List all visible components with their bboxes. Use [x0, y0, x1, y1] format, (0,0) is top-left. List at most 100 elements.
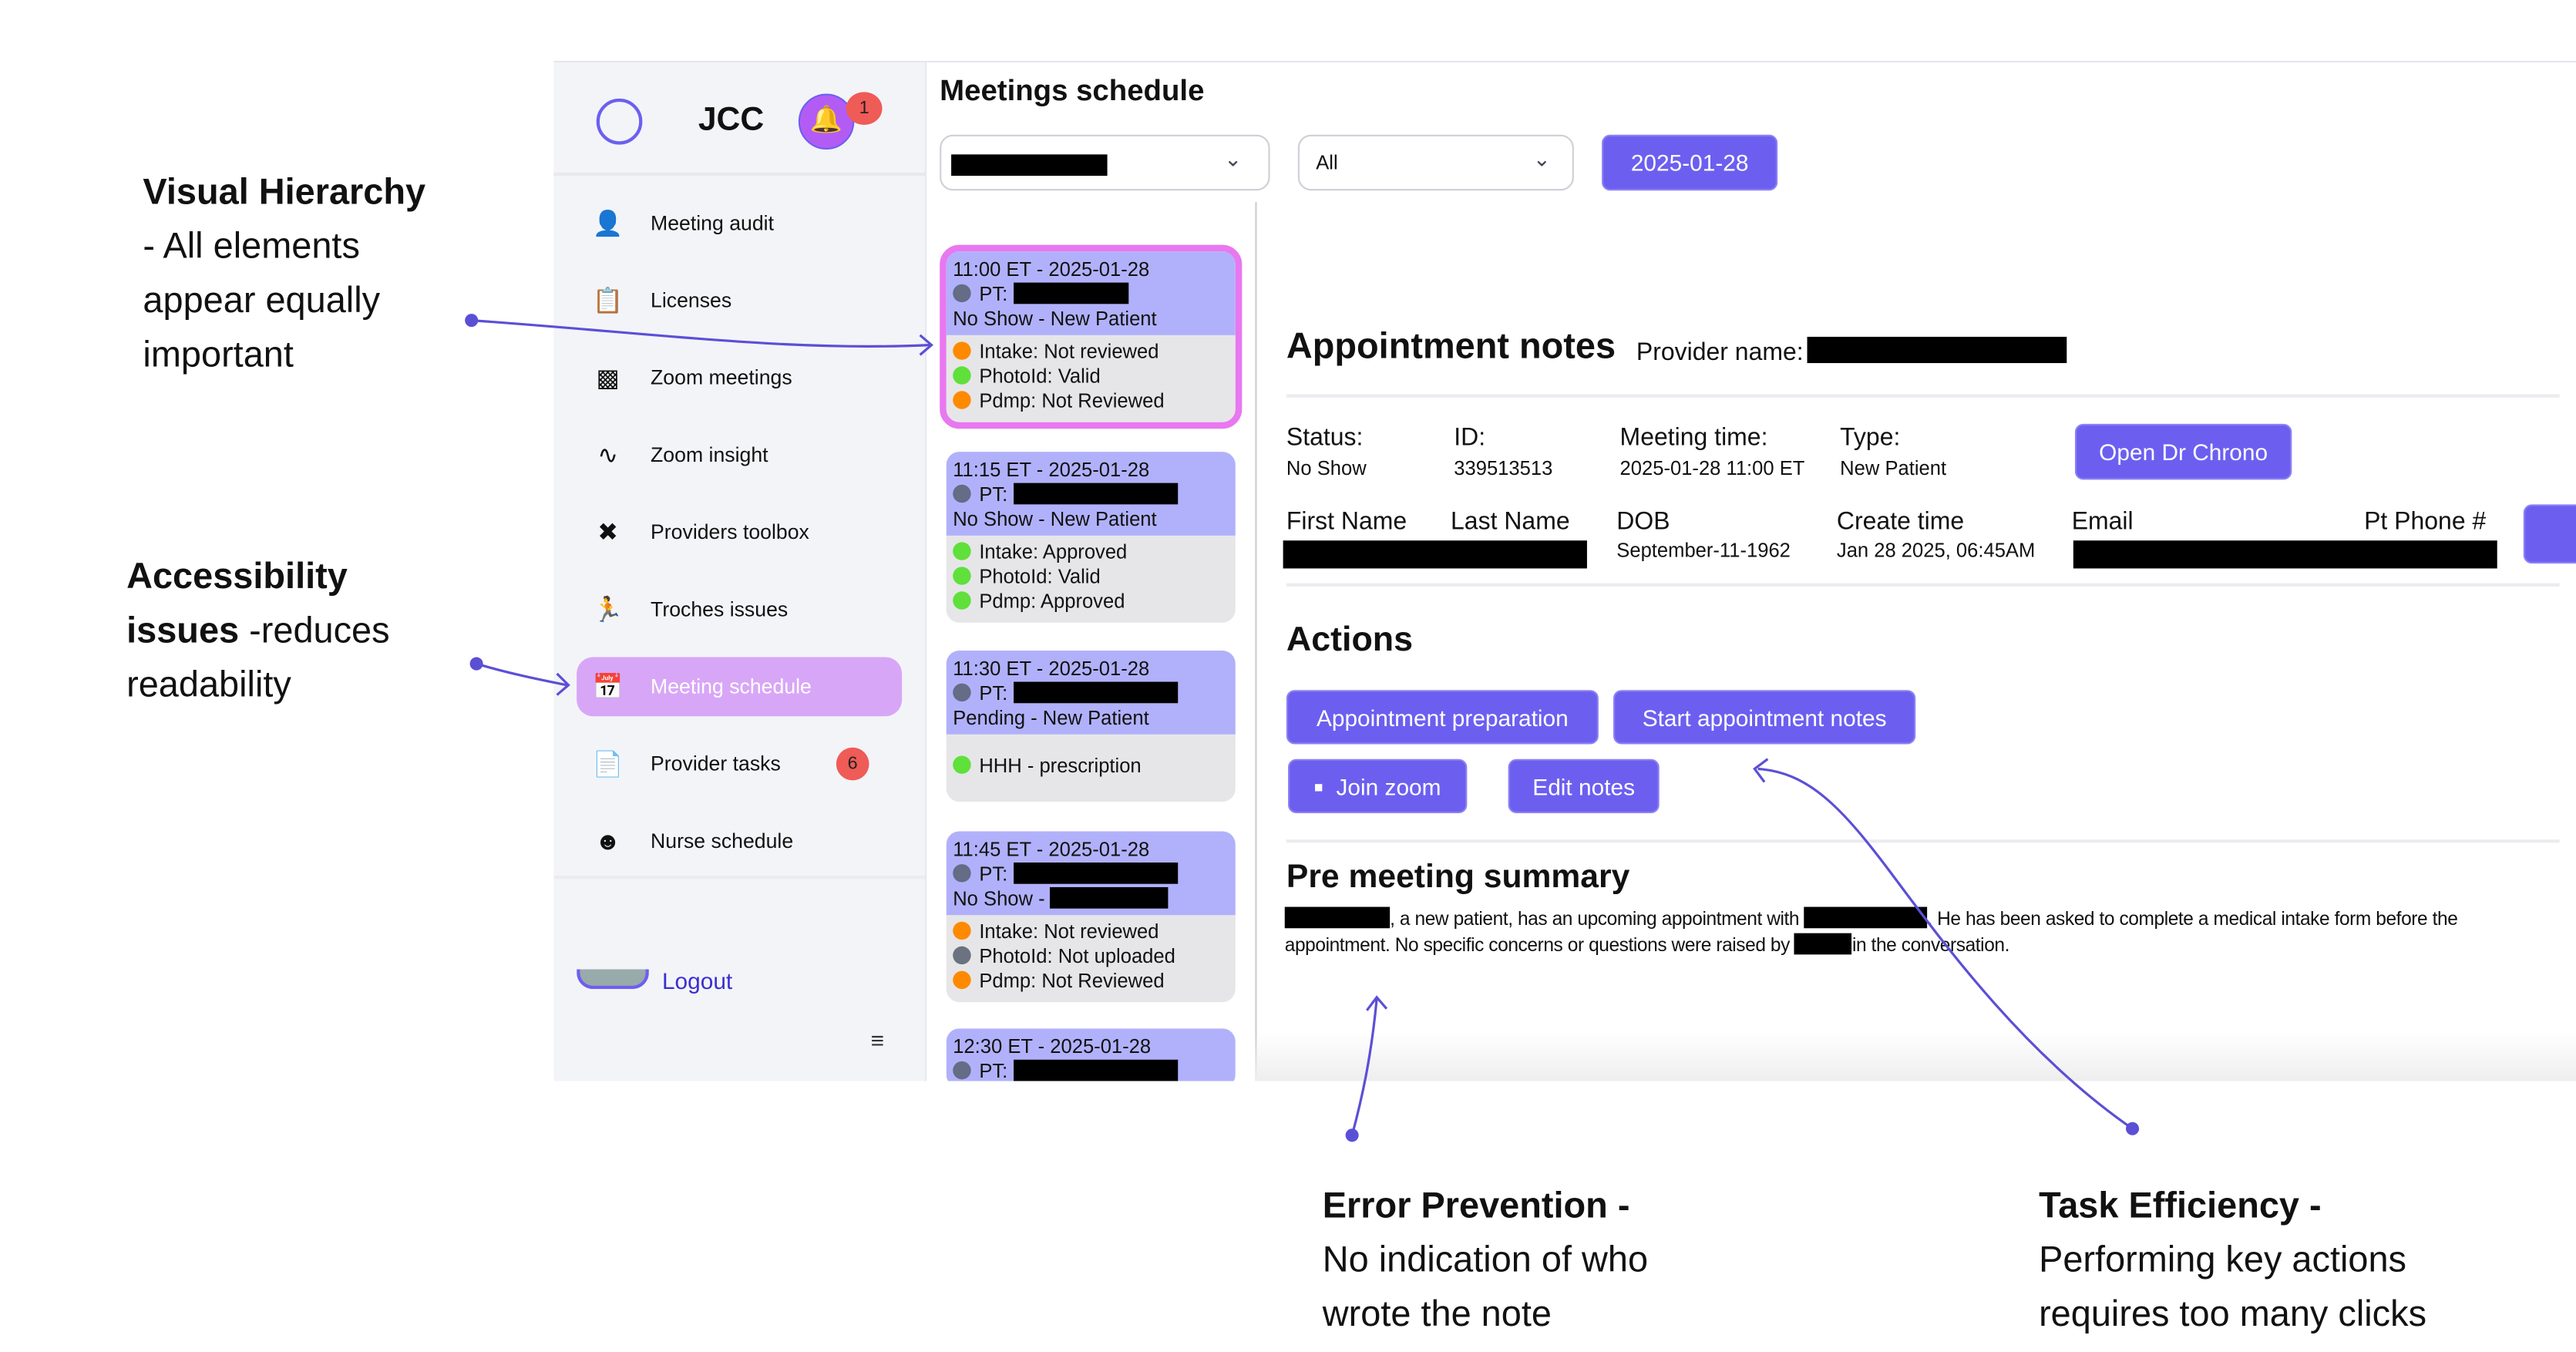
pre-meeting-summary-title: Pre meeting summary: [1286, 859, 1630, 896]
arrowhead: [1753, 758, 1769, 783]
annotation-accessibility: Accessibility issues -reduces readabilit…: [126, 549, 455, 711]
column-divider: [1255, 202, 1257, 1081]
check-item: Intake: Not reviewed: [953, 340, 1229, 365]
appointment-preparation-button[interactable]: Appointment preparation: [1286, 690, 1599, 745]
date-picker-button[interactable]: 2025-01-28: [1602, 134, 1778, 191]
arrow-error-prevention: [1350, 998, 1378, 1136]
id-value: 339513513: [1454, 456, 1553, 480]
arrowhead: [1366, 995, 1388, 1011]
sidebar-item-meeting-schedule[interactable]: 📅Meeting schedule: [577, 657, 903, 717]
patient-label: PT:: [979, 483, 1014, 506]
redacted-patient: [1013, 1059, 1178, 1081]
open-dr-chrono-button[interactable]: Open Dr Chrono: [2074, 423, 2292, 480]
sidebar-header: JCC 🔔 1: [553, 62, 925, 177]
annotation-title: Accessibility issues: [126, 555, 348, 651]
sidebar-item-meeting-audit[interactable]: 👤Meeting audit: [577, 194, 902, 254]
sidebar-item-providers-toolbox[interactable]: ✖Providers toolbox: [577, 503, 902, 562]
collapse-sidebar-icon[interactable]: ≡: [870, 1027, 885, 1054]
check-item: HHH - prescription: [953, 754, 1229, 779]
redacted-provider: [951, 154, 1108, 177]
user-avatar: [577, 969, 649, 990]
check-text: PhotoId: Valid: [979, 565, 1101, 589]
logo-icon: [596, 98, 643, 145]
arrow-dot: [1345, 1128, 1359, 1142]
status-dot-icon: [953, 484, 971, 503]
sidebar-item-licenses[interactable]: 📋Licenses: [577, 271, 902, 331]
sidebar-item-label: Zoom insight: [651, 443, 768, 467]
status-dot-icon: [953, 391, 971, 409]
video-icon: ■: [1313, 778, 1323, 795]
sidebar-item-nurse-schedule[interactable]: ☻Nurse schedule: [577, 812, 902, 871]
document-copy-icon: 📄: [592, 751, 624, 779]
check-item: Intake: Not reviewed: [953, 920, 1229, 945]
redacted-name: [1283, 540, 1587, 569]
arrow-dot: [2126, 1122, 2140, 1135]
annotation-error-prevention: Error Prevention - No indication of who w…: [1323, 1178, 1717, 1340]
meeting-time-label: Meeting time:: [1619, 423, 1768, 452]
join-zoom-button[interactable]: ■Join zoom: [1288, 758, 1468, 814]
dob-label: DOB: [1616, 507, 1670, 536]
redacted-patient: [1013, 681, 1178, 704]
sidebar-item-zoom-meetings[interactable]: ▩Zoom meetings: [577, 348, 902, 408]
check-text: Pdmp: Not Reviewed: [979, 969, 1165, 993]
sidebar-item-troches-issues[interactable]: 🏃Troches issues: [577, 580, 902, 639]
annotation-title: Error Prevention -: [1322, 1184, 1630, 1226]
status-dot-icon: [953, 921, 971, 940]
check-item: Intake: Approved: [953, 540, 1229, 565]
status-dot-icon: [953, 366, 971, 385]
summary-part: in the conversation.: [1851, 936, 2010, 957]
arrow-dot: [465, 314, 479, 328]
status-dot-icon: [953, 1061, 971, 1080]
provider-select[interactable]: ⌄: [940, 134, 1270, 191]
status-dot-icon: [953, 970, 971, 990]
check-item: Pdmp: Approved: [953, 590, 1229, 614]
annotation-task-efficiency: Task Efficiency -Performing key actions …: [2039, 1178, 2482, 1340]
clipboard-icon: 📋: [592, 287, 624, 316]
status-filter-select[interactable]: All ⌄: [1297, 134, 1574, 191]
arrow-accessibility: [476, 662, 567, 687]
arrow-dot: [469, 657, 483, 671]
summary-part: . He has been asked to complete a medica…: [1284, 910, 2458, 957]
annotation-body: No indication of who wrote the note: [1322, 1239, 1649, 1334]
arrow-visual-hierarchy: [471, 319, 930, 348]
start-appointment-notes-button[interactable]: Start appointment notes: [1613, 690, 1916, 745]
sidebar-item-zoom-insight[interactable]: ∿Zoom insight: [577, 425, 902, 485]
notification-bell-button[interactable]: 🔔: [798, 93, 855, 150]
patient-label: PT:: [979, 282, 1014, 306]
patient-label: PT:: [979, 862, 1014, 886]
call-button[interactable]: [2523, 504, 2576, 564]
arrowhead: [919, 334, 933, 356]
edit-notes-button[interactable]: Edit notes: [1508, 758, 1660, 814]
redacted-text: [1050, 886, 1169, 909]
face-icon: ☻: [594, 827, 621, 856]
status-dot-icon: [953, 755, 971, 774]
logout-link[interactable]: Logout: [661, 967, 733, 994]
sidebar-item-label: Meeting schedule: [651, 675, 812, 698]
annotation-visual-hierarchy: Visual Hierarchy- All elements appear eq…: [143, 164, 471, 381]
notification-count-badge: 1: [846, 92, 883, 125]
check-text: Pdmp: Not Reviewed: [979, 389, 1165, 412]
meeting-time-value: 2025-01-28 11:00 ET: [1619, 456, 1805, 480]
check-text: Intake: Approved: [979, 540, 1128, 564]
page-title: Meetings schedule: [940, 73, 1205, 107]
meeting-status: Pending - New Patient: [953, 706, 1149, 730]
app-window: JCC 🔔 1 👤Meeting audit 📋Licenses ▩Zoom mee…: [553, 60, 2576, 1081]
check-text: PhotoId: Not uploaded: [979, 944, 1175, 968]
provider-name-field: Provider name:: [1636, 336, 2067, 366]
divider: [1286, 394, 2560, 398]
brand-name: JCC: [698, 102, 765, 139]
last-name-label: Last Name: [1451, 507, 1570, 536]
status-dot-icon: [953, 284, 971, 303]
running-person-icon: 🏃: [592, 596, 624, 624]
